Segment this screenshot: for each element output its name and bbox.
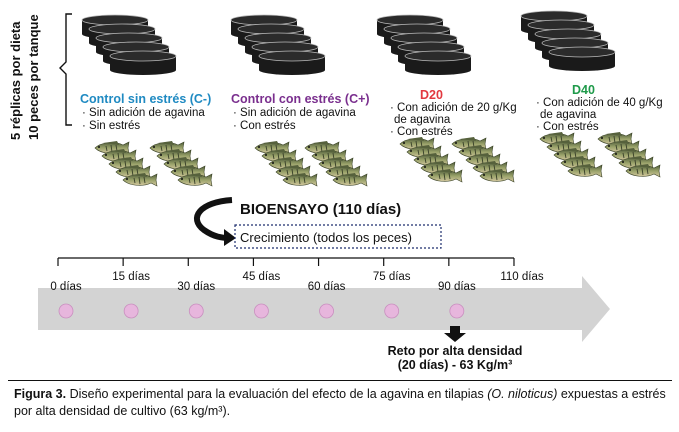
group-detail: de agavina xyxy=(540,109,597,121)
group-c-plus: Control con estrés (C+) · Sin adición de… xyxy=(231,92,370,132)
timeline-day-label: 90 días xyxy=(438,281,476,293)
group-detail: · Con estrés xyxy=(233,120,296,132)
side-label-line1: 5 réplicas por dieta xyxy=(8,21,23,140)
group-detail: · Sin adición de agavina xyxy=(82,107,205,119)
tank-stack xyxy=(81,14,177,75)
challenge-line1: Reto por alta densidad xyxy=(388,344,523,358)
timeline-day-label: 45 días xyxy=(243,271,281,283)
group-d40: D40 · Con adición de 40 g/Kg de agavina … xyxy=(536,83,663,133)
tank xyxy=(258,50,326,75)
fish-shoal xyxy=(597,131,661,178)
group-title: Control sin estrés (C-) xyxy=(80,92,211,106)
timeline-day-label: 30 días xyxy=(177,281,215,293)
timeline-day-label: 75 días xyxy=(373,271,411,283)
fish-shoal xyxy=(149,140,213,187)
timeline-dot xyxy=(123,303,139,319)
group-title: D20 xyxy=(420,88,443,102)
group-d20: D20 · Con adición de 20 g/Kg de agavina … xyxy=(390,88,517,138)
tank-stack xyxy=(376,14,472,75)
tank-stack xyxy=(230,14,326,75)
side-label-line2: 10 peces por tanque xyxy=(26,14,41,140)
group-detail: · Sin estrés xyxy=(82,120,140,132)
fish-shoal xyxy=(539,131,603,178)
bioassay-title: BIOENSAYO (110 días) xyxy=(240,201,401,218)
bioassay-arrowhead-icon xyxy=(224,229,236,246)
timeline-day-label: 110 días xyxy=(500,271,544,283)
timeline-day-label: 60 días xyxy=(308,281,346,293)
group-c-minus: Control sin estrés (C-) · Sin adición de… xyxy=(80,92,211,132)
side-bracket xyxy=(59,13,72,126)
fish-groups xyxy=(94,131,661,187)
group-detail: · Con adición de 20 g/Kg xyxy=(390,102,517,114)
group-detail: · Sin adición de agavina xyxy=(233,107,356,119)
fish-shoal xyxy=(94,140,158,187)
timeline-dot xyxy=(188,303,204,319)
tank xyxy=(109,50,177,75)
timeline-dot xyxy=(384,303,400,319)
challenge-arrow-icon xyxy=(444,326,466,342)
timeline-day-label: 15 días xyxy=(112,271,150,283)
tank xyxy=(548,46,616,71)
growth-box xyxy=(234,224,442,249)
timeline: 0 días 15 días 30 días 45 días 60 días 75 día… xyxy=(38,257,610,342)
caption-label: Figura 3. xyxy=(14,387,67,401)
tank-stack xyxy=(520,10,616,71)
side-label: 5 réplicas por dieta 10 peces por tanque xyxy=(8,14,41,140)
group-detail: de agavina xyxy=(394,114,451,126)
timeline-dot xyxy=(58,303,74,319)
timeline-dot xyxy=(254,303,269,319)
timeline-day-label: 0 días xyxy=(50,281,82,293)
caption-species: (O. niloticus) xyxy=(487,387,558,401)
timeline-dot xyxy=(319,303,334,319)
group-detail: · Con estrés xyxy=(390,126,453,138)
caption-rule xyxy=(8,380,672,381)
figure-caption: Figura 3. Diseño experimental para la ev… xyxy=(14,386,674,420)
group-detail: · Con estrés xyxy=(536,121,599,133)
caption-text-end: expuestas a estrés por alta densidad de … xyxy=(14,387,666,418)
tank-stacks xyxy=(81,10,616,75)
caption-text: Diseño experimental para la evaluación d… xyxy=(66,387,488,401)
group-detail: · Con adición de 40 g/Kg xyxy=(536,97,663,109)
challenge-line2: (20 días) - 63 Kg/m³ xyxy=(398,358,513,372)
growth-box-label: Crecimiento (todos los peces) xyxy=(240,230,412,245)
bioassay-curve-arrow xyxy=(194,197,233,241)
group-title: D40 xyxy=(572,83,595,97)
group-title: Control con estrés (C+) xyxy=(231,92,370,106)
tank xyxy=(404,50,472,75)
timeline-dot xyxy=(449,303,465,319)
